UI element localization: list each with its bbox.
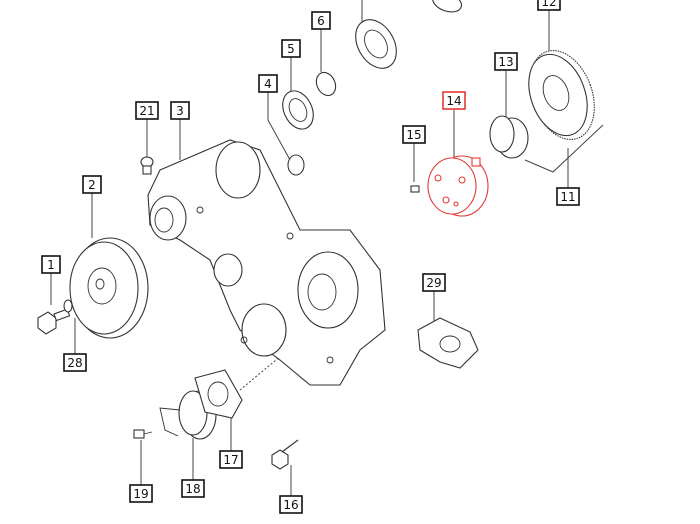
- part-bolt-16: [271, 439, 299, 470]
- callout-6[interactable]: 6: [311, 11, 331, 30]
- svg-text:15: 15: [406, 128, 421, 142]
- svg-text:2: 2: [88, 178, 96, 192]
- callout-16[interactable]: 16: [279, 495, 303, 514]
- part-seal-6: [315, 71, 337, 97]
- part-bolt-19: [133, 429, 153, 439]
- callout-14[interactable]: 14: [442, 91, 466, 110]
- svg-text:4: 4: [264, 77, 272, 91]
- callout-12[interactable]: 12: [537, 0, 561, 11]
- part-sleeve-13: [489, 115, 529, 159]
- callout-19[interactable]: 19: [129, 484, 153, 503]
- part-pulley-2: [69, 237, 149, 339]
- callout-18[interactable]: 18: [181, 479, 205, 498]
- part-coupling-29: [417, 317, 479, 369]
- callout-4[interactable]: 4: [258, 74, 278, 93]
- svg-text:11: 11: [560, 190, 575, 204]
- part-bolt-1: [37, 308, 71, 335]
- part-pump-14-highlighted: [427, 155, 489, 217]
- callout-3[interactable]: 3: [170, 101, 190, 120]
- svg-text:12: 12: [541, 0, 556, 9]
- callout-15[interactable]: 15: [402, 125, 426, 144]
- callout-13[interactable]: 13: [494, 52, 518, 71]
- part-gear-12: [528, 50, 595, 140]
- part-bearing-top: [355, 19, 397, 69]
- part-bearing-5: [282, 90, 314, 130]
- callout-2[interactable]: 2: [82, 175, 102, 194]
- callout-21[interactable]: 21: [135, 101, 159, 120]
- svg-text:5: 5: [287, 42, 295, 56]
- svg-text:21: 21: [139, 104, 154, 118]
- svg-text:3: 3: [176, 104, 184, 118]
- svg-text:28: 28: [67, 356, 82, 370]
- part-plug-21: [140, 156, 154, 175]
- svg-text:16: 16: [283, 498, 298, 512]
- part-ring-top: [432, 0, 462, 13]
- part-washer-28: [63, 299, 73, 313]
- svg-text:18: 18: [185, 482, 200, 496]
- part-gasket-17: [194, 369, 243, 419]
- svg-text:17: 17: [223, 453, 238, 467]
- svg-text:6: 6: [317, 14, 325, 28]
- svg-text:29: 29: [426, 276, 441, 290]
- callout-1[interactable]: 1: [41, 255, 61, 274]
- callout-28[interactable]: 28: [63, 353, 87, 372]
- svg-text:14: 14: [446, 94, 461, 108]
- part-oring-4: [287, 154, 305, 176]
- callout-17[interactable]: 17: [219, 450, 243, 469]
- callout-11[interactable]: 11: [556, 187, 580, 206]
- svg-text:1: 1: [47, 258, 55, 272]
- svg-text:19: 19: [133, 487, 148, 501]
- callout-29[interactable]: 29: [422, 273, 446, 292]
- part-front-cover-3: [147, 139, 386, 386]
- callout-5[interactable]: 5: [281, 39, 301, 58]
- part-screw-15: [410, 185, 420, 193]
- svg-text:13: 13: [498, 55, 513, 69]
